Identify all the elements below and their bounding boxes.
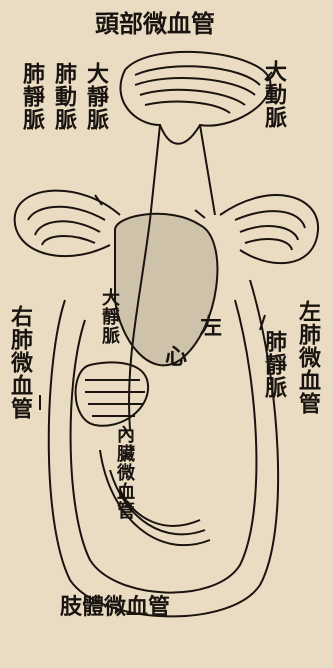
label-heart-mark: 心	[165, 345, 187, 369]
label-limbs: 肢體微血管	[60, 595, 170, 619]
label-aorta: 大動脈	[262, 60, 286, 129]
label-head-capillaries: 頭部微血管	[95, 12, 215, 36]
heart	[115, 214, 217, 366]
label-pulmonary-vein-left: 肺靜脈	[20, 62, 44, 131]
label-left-mark: 左	[200, 315, 222, 339]
label-vena-cava: 大靜脈	[84, 62, 108, 131]
label-center-vena: 大靜脈	[97, 288, 121, 345]
label-right-lung: 右肺微血管	[8, 305, 32, 420]
label-viscera: 內臟微血管	[112, 425, 136, 520]
right-lung-capillaries	[15, 191, 120, 257]
left-lung-capillaries	[220, 195, 318, 263]
label-pulmonary-vein-right: 肺靜脈	[262, 330, 286, 399]
label-left-lung: 左肺微血管	[296, 300, 320, 415]
label-pulmonary-artery-left: 肺動脈	[52, 62, 76, 131]
